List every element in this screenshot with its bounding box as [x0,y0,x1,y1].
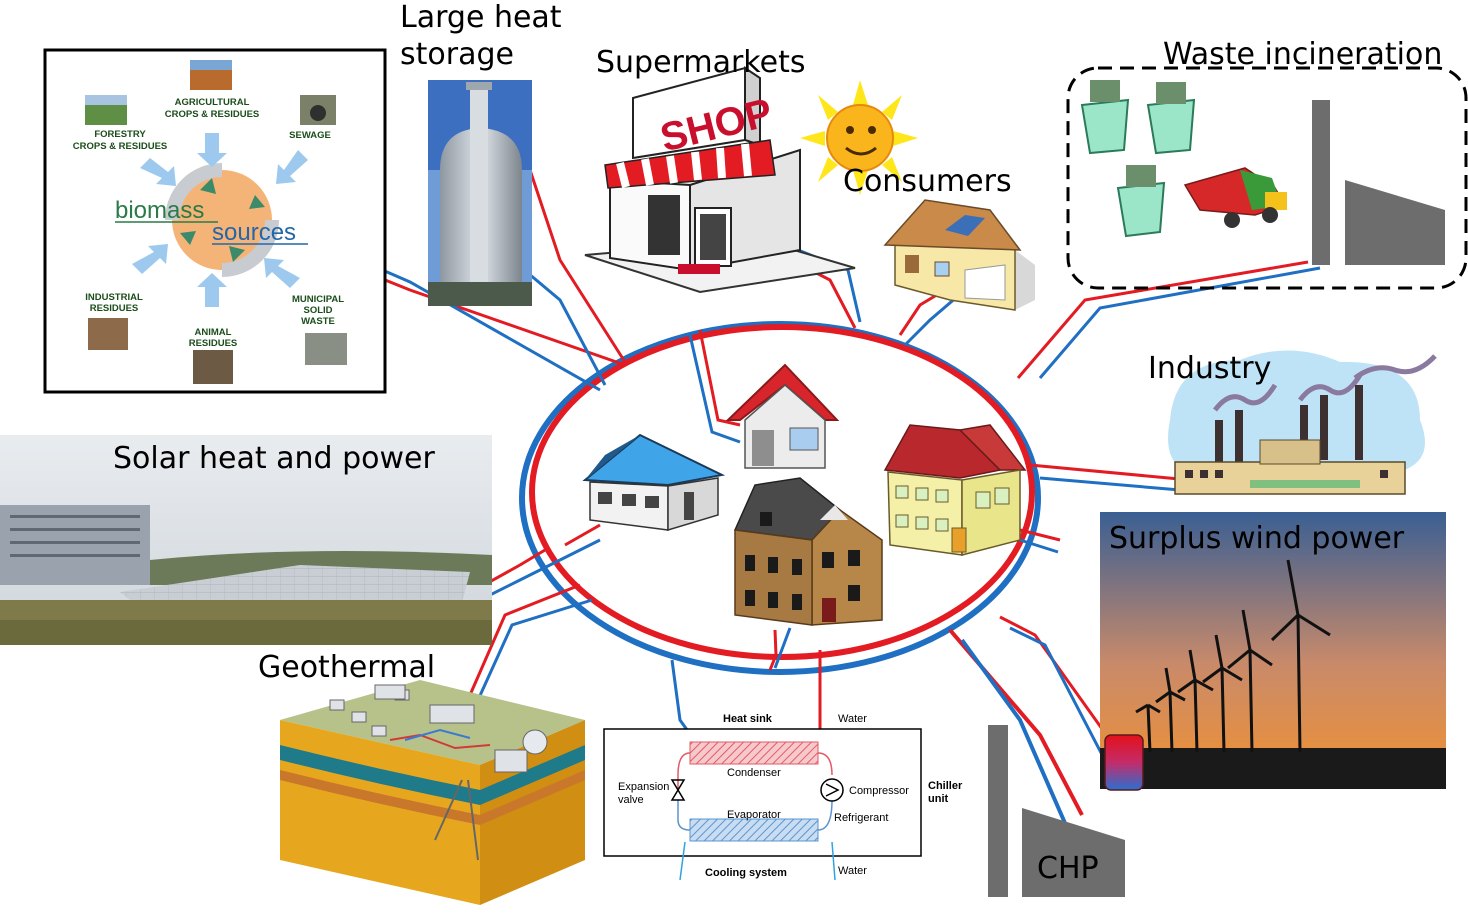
house-blue-roof-icon [582,433,726,532]
solar-heat-power-label: Solar heat and power [113,441,436,476]
condenser-label: Condenser [727,767,781,779]
sun-icon [800,80,918,195]
wind-turbine-icon [1135,559,1331,753]
industry-factory-icon [1168,350,1437,495]
waste-incineration-label: Waste incineration [1163,37,1442,72]
incinerator-chimney [1312,100,1330,265]
compressor-icon [820,778,844,802]
biomass-subtitle: sources [212,219,296,246]
animal-label: ANIMAL [195,327,232,338]
municipal-label-2: SOLID [303,305,332,316]
recycle-arrow-icon [200,178,216,194]
pipe-network [299,139,1321,831]
large-heat-storage-label: Large heat [400,0,562,35]
house-red-roof-icon [725,363,840,469]
shop-awning [604,139,776,189]
biomass-arrows [132,133,308,307]
biomass-center-disc [172,170,272,270]
geothermal-block [280,680,585,905]
refrigerant-label: Refrigerant [834,812,888,824]
geothermal-label: Geothermal [258,650,435,685]
sewage-label: SEWAGE [289,130,331,141]
forestry-label-2: CROPS & RESIDUES [73,141,168,152]
waste-incineration-group [1066,66,1468,290]
surplus-wind-power-label: Surplus wind power [1109,521,1405,556]
water-top-label: Water [838,713,867,725]
heat-sink-label: Heat sink [723,713,773,725]
house-yellow-icon [883,424,1027,556]
agricultural-label: AGRICULTURAL [175,97,250,108]
large-heat-storage-photo [428,80,532,306]
supermarket-shop-icon: SHOP [584,66,856,294]
waste-bin-icon [1080,80,1196,238]
municipal-label: MUNICIPAL [292,294,344,305]
garbage-truck-icon [1183,167,1287,228]
recycle-arrow-icon [229,246,245,262]
expansion-valve-label: Expansion [618,781,669,793]
recycle-arrow-icon [249,195,265,209]
consumer-house-icon [883,199,1035,311]
forestry-label: FORESTRY [94,129,146,140]
industrial-label-2: RESIDUES [90,303,139,314]
surplus-wind-photo [1100,512,1446,791]
municipal-label-3: WASTE [301,316,335,327]
chiller-unit-label-2: unit [928,793,948,805]
solar-field-photo [0,435,492,645]
recycle-arrow-icon [180,231,196,245]
biomass-sources-panel: biomass sources AGRICULTURAL CROPS & RES… [43,48,387,394]
chiller-unit-label: Chiller [928,780,963,792]
consumers-label: Consumers [843,164,1012,199]
large-heat-storage-label-2: storage [400,37,514,72]
incinerator-building [1345,180,1445,265]
return-ring [519,321,1041,675]
municipal-photo [305,333,347,365]
expansion-valve-label-2: valve [618,794,644,806]
agricultural-label-2: CROPS & RESIDUES [165,109,260,120]
evaporator-label: Evaporator [727,809,781,821]
industrial-label: INDUSTRIAL [85,292,143,303]
chp-label: CHP [1037,851,1099,886]
chp-plant [988,725,1125,897]
industrial-photo [88,318,128,350]
compressor-label: Compressor [849,785,909,797]
water-bottom-label: Water [838,865,867,877]
biomass-title: biomass [115,197,204,224]
evaporator-coil [689,818,819,842]
cooling-system-label: Cooling system [705,867,787,879]
supermarkets-label: Supermarkets [596,45,805,80]
chp-chimney [988,725,1008,897]
chp-building [1022,808,1125,897]
industry-label: Industry [1148,351,1271,386]
chiller-unit-diagram: Heat sink Water Condenser Expansion valv… [603,713,963,881]
house-brick-icon [733,477,883,626]
expansion-valve-icon [670,779,686,801]
condenser-coil [689,741,819,765]
animal-photo [193,350,233,384]
heat-tank-icon [1104,734,1144,791]
supply-ring [529,324,1035,660]
animal-label-2: RESIDUES [189,338,238,349]
